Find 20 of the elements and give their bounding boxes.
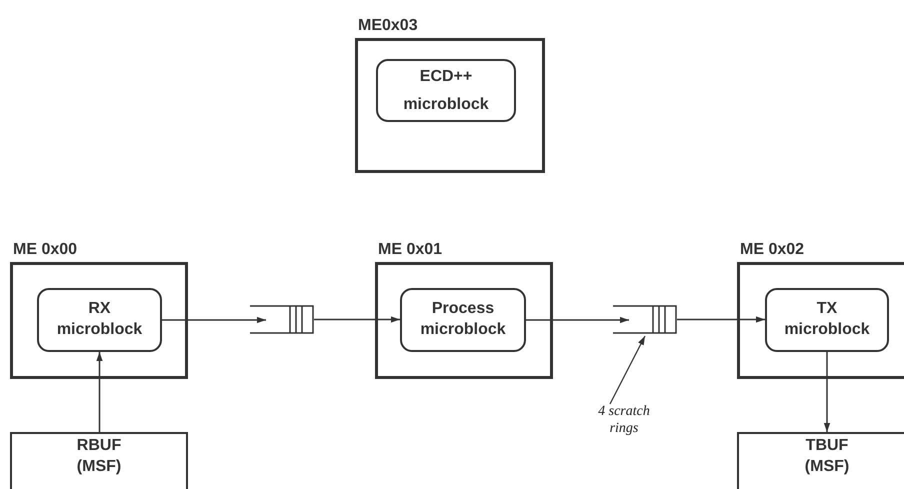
leader-arrow [609, 336, 646, 404]
arrow [162, 316, 266, 324]
arrow [824, 352, 830, 432]
annotation-text: 4 scratch rings [597, 404, 651, 438]
buffer-box: TBUF (MSF) [737, 432, 904, 489]
buffer-box: RBUF (MSF) [10, 432, 188, 489]
scratch-ring-queue [250, 305, 314, 334]
frame-heading: ME 0x00 [13, 240, 78, 260]
frame-heading: ME0x03 [358, 16, 418, 36]
microblock-box: Process microblock [400, 288, 526, 352]
microblock-box: ECD++ microblock [376, 59, 516, 122]
microblock-box: TX microblock [765, 288, 889, 352]
arrow [314, 316, 400, 323]
arrow [96, 352, 103, 432]
arrow [526, 316, 629, 324]
arrow [677, 316, 765, 323]
scratch-ring-queue [613, 305, 677, 334]
microblock-box: RX microblock [37, 288, 162, 352]
frame-heading: ME 0x01 [378, 240, 442, 260]
frame-heading: ME 0x02 [740, 240, 804, 260]
